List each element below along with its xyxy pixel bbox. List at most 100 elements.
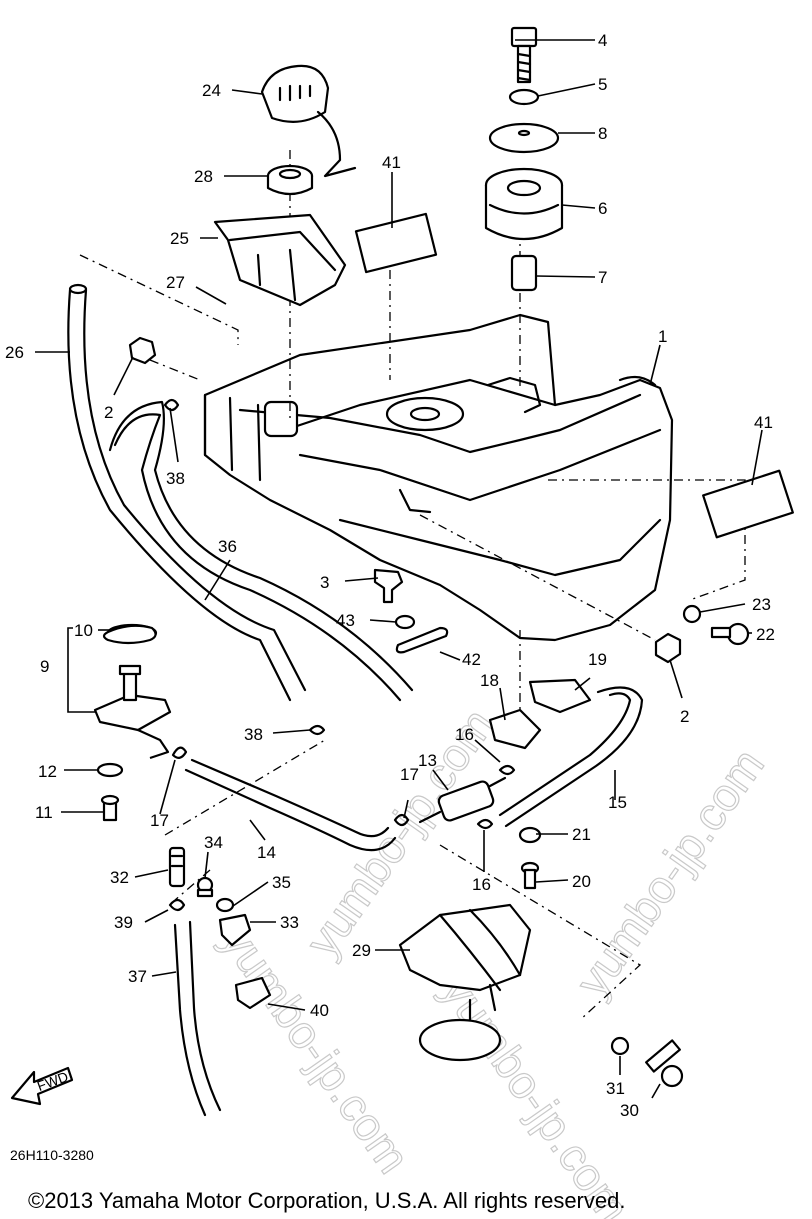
watermark: yumbo-jp.com — [566, 739, 774, 1005]
callout-28: 28 — [194, 167, 213, 186]
callout-7: 7 — [598, 268, 607, 287]
callout-38: 38 — [244, 725, 263, 744]
callout-35: 35 — [272, 873, 291, 892]
callout-20: 20 — [572, 872, 591, 891]
bolt — [510, 26, 538, 84]
band — [395, 626, 449, 654]
callout-9: 9 — [40, 657, 49, 676]
callout-14: 14 — [257, 843, 276, 862]
callout-5: 5 — [598, 75, 607, 94]
filler-bracket — [213, 213, 347, 307]
clamp — [308, 724, 326, 736]
vent-hose — [83, 288, 307, 692]
clamp — [498, 764, 516, 776]
callout-12: 12 — [38, 762, 57, 781]
callout-38: 38 — [166, 469, 185, 488]
washer — [610, 1036, 630, 1056]
washer — [508, 88, 540, 106]
callout-31: 31 — [606, 1079, 625, 1098]
callout-34: 34 — [204, 833, 223, 852]
fuel-cap — [260, 64, 357, 178]
callout-13: 13 — [418, 751, 437, 770]
fitting — [168, 846, 186, 888]
callout-2: 2 — [680, 707, 689, 726]
rubber-pad — [702, 469, 794, 539]
clamp — [171, 746, 188, 759]
fwd-label: FWD — [35, 1068, 70, 1094]
nut — [128, 336, 157, 365]
bolt — [196, 876, 214, 898]
callout-10: 10 — [74, 621, 93, 640]
fuel-hose — [184, 768, 397, 852]
o-ring — [215, 897, 235, 913]
callout-30: 30 — [620, 1101, 639, 1120]
callout-17: 17 — [400, 765, 419, 784]
damper — [484, 167, 564, 241]
callout-29: 29 — [352, 941, 371, 960]
copyright-notice: ©2013 Yamaha Motor Corporation, U.S.A. A… — [28, 1188, 625, 1213]
callout-41: 41 — [382, 153, 401, 172]
clamp — [234, 976, 272, 1010]
bolt — [645, 1039, 684, 1088]
collar-plate — [488, 122, 560, 154]
clamp — [168, 898, 186, 912]
callout-37: 37 — [128, 967, 147, 986]
callout-3: 3 — [320, 573, 329, 592]
callout-16: 16 — [455, 725, 474, 744]
bracket — [488, 708, 542, 750]
washer — [96, 762, 124, 778]
callout-32: 32 — [110, 868, 129, 887]
bolt — [100, 794, 120, 822]
fuel-tank — [203, 313, 674, 642]
diagram-code: 26H110-3280 — [10, 1147, 94, 1163]
callout-43: 43 — [336, 611, 355, 630]
callout-23: 23 — [752, 595, 771, 614]
callout-42: 42 — [462, 650, 481, 669]
callout-6: 6 — [598, 199, 607, 218]
drain-hose — [188, 920, 222, 1112]
callout-40: 40 — [310, 1001, 329, 1020]
breather-hose — [113, 413, 402, 702]
callout-16: 16 — [472, 875, 491, 894]
callout-27: 27 — [166, 273, 185, 292]
fwd-arrow-icon: FWD — [10, 1066, 74, 1106]
callout-33: 33 — [280, 913, 299, 932]
fuel-hose — [504, 686, 644, 828]
callout-36: 36 — [218, 537, 237, 556]
callout-41: 41 — [754, 413, 773, 432]
hose-clip — [373, 568, 404, 604]
fuel-cock — [93, 623, 172, 760]
callout-labels: 1 2 2 3 4 5 6 7 8 9 10 11 12 13 14 15 16… — [5, 31, 775, 1120]
nut — [654, 632, 682, 664]
o-ring — [102, 624, 157, 645]
screw — [710, 622, 750, 646]
rubber-pad — [354, 212, 438, 274]
drain-hose — [173, 923, 207, 1117]
callout-8: 8 — [598, 124, 607, 143]
grommet — [518, 826, 542, 844]
fuel-filter — [418, 776, 507, 824]
callout-25: 25 — [170, 229, 189, 248]
grommet — [682, 604, 702, 624]
grommet — [266, 164, 314, 196]
collar — [510, 254, 538, 292]
clamp — [476, 818, 494, 830]
vent-hose — [67, 288, 292, 702]
callout-1: 1 — [658, 327, 667, 346]
callout-17: 17 — [150, 811, 169, 830]
fuel-hose — [498, 692, 632, 817]
callout-15: 15 — [608, 793, 627, 812]
callout-26: 26 — [5, 343, 24, 362]
fuel-pump — [398, 903, 532, 1062]
watermark: yumbo-jp.com — [212, 916, 420, 1182]
bolt — [520, 861, 540, 890]
callout-18: 18 — [480, 671, 499, 690]
callout-22: 22 — [756, 625, 775, 644]
leader-lines — [35, 39, 763, 1099]
callout-39: 39 — [114, 913, 133, 932]
callout-4: 4 — [598, 31, 607, 50]
breather-hose — [108, 400, 414, 692]
callout-24: 24 — [202, 81, 221, 100]
callout-2: 2 — [104, 403, 113, 422]
